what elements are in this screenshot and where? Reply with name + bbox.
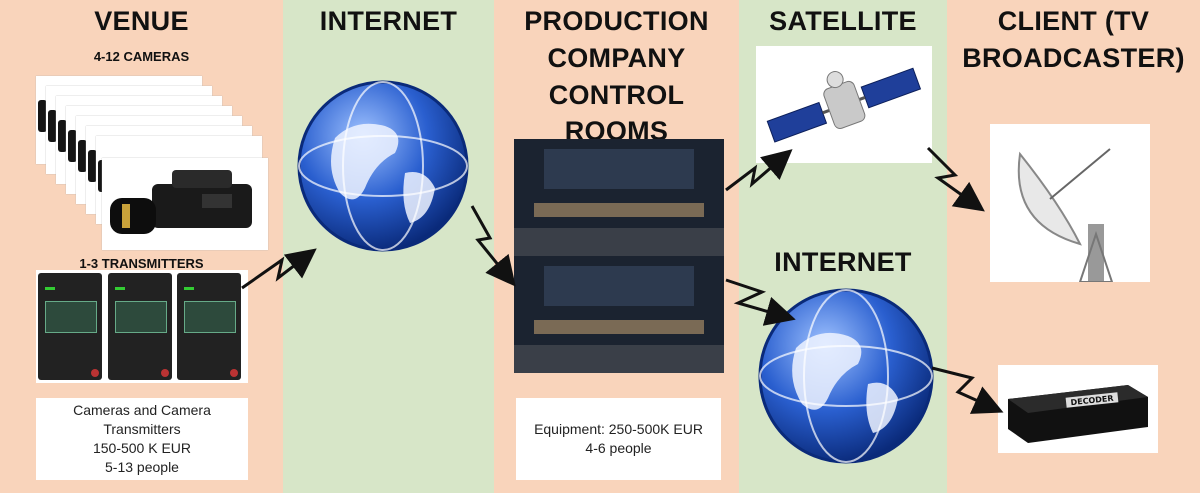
client-heading-1: CLIENT (TV — [997, 6, 1150, 36]
satellite-heading: SATELLITE — [769, 6, 917, 36]
internet-heading: INTERNET — [319, 6, 458, 36]
control-room-image — [514, 139, 724, 256]
lightning-arrow-icon — [725, 149, 793, 192]
control-room-image — [514, 256, 724, 373]
venue-caption-line: 5-13 people — [105, 459, 179, 475]
lightning-arrow-icon — [241, 248, 317, 290]
globe-icon — [297, 80, 469, 252]
venue-caption-line: Transmitters — [103, 421, 181, 437]
production-caption-line: 4-6 people — [585, 440, 652, 456]
lightning-arrow-icon — [470, 205, 516, 287]
camera-icon — [110, 170, 252, 234]
internet-heading-2: INTERNET — [774, 247, 912, 277]
production-caption: Equipment: 250-500K EUR 4-6 people — [516, 398, 721, 480]
satellite-box — [756, 46, 932, 163]
venue-caption: Cameras and Camera Transmitters 150-500 … — [36, 398, 248, 480]
client-heading-2: BROADCASTER) — [962, 43, 1185, 73]
transmitter-icon — [177, 273, 241, 380]
transmitter-icon — [108, 273, 172, 380]
production-caption-line: Equipment: 250-500K EUR — [534, 421, 703, 437]
decoder-icon: DECODER — [1008, 385, 1148, 443]
venue-heading: VENUE — [94, 6, 189, 36]
venue-caption-line: 150-500 K EUR — [92, 440, 192, 456]
globe-icon — [758, 288, 934, 464]
lightning-arrow-icon — [725, 278, 796, 326]
production-heading-2: COMPANY — [547, 43, 686, 73]
decoder-box: DECODER — [998, 365, 1158, 453]
lightning-arrow-icon — [931, 366, 1004, 414]
venue-caption-line: Cameras and Camera — [73, 402, 211, 418]
lightning-arrow-icon — [926, 146, 985, 212]
production-heading-1: PRODUCTION — [524, 6, 709, 36]
satellite-icon — [766, 67, 922, 143]
transmitter-icon — [38, 273, 102, 380]
transmitters-label: 1-3 TRANSMITTERS — [79, 256, 204, 271]
camera-card — [102, 158, 268, 250]
cameras-label: 4-12 CAMERAS — [93, 49, 190, 64]
dish-box — [990, 124, 1150, 283]
decoder-label: DECODER — [1070, 394, 1114, 407]
